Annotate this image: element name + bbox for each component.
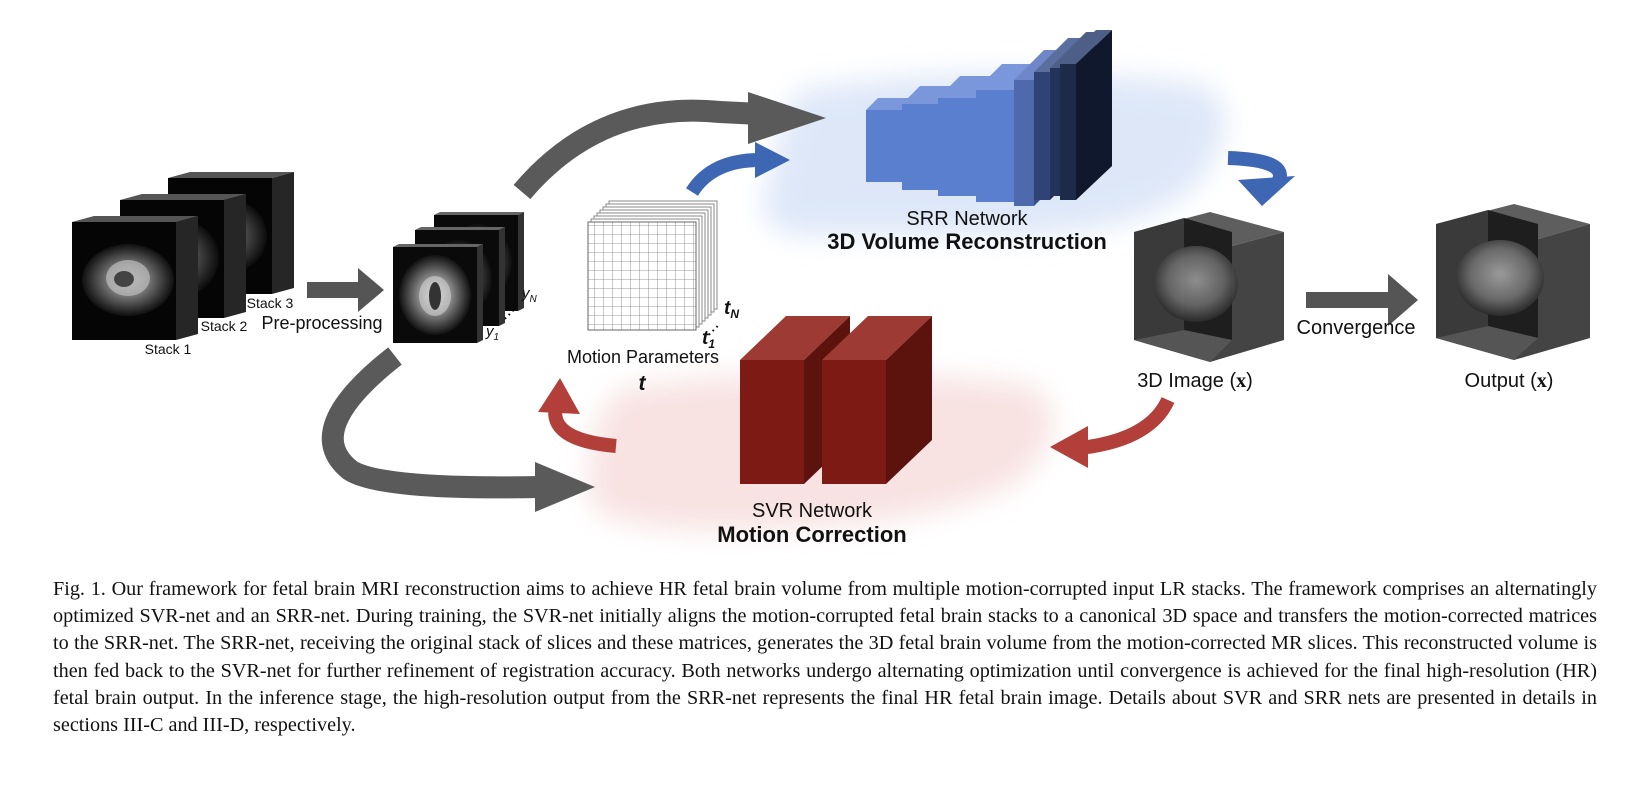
output-label: Output (x) [1465, 370, 1554, 392]
motion-parameters-symbol: t [639, 372, 647, 395]
preprocessing-label: Pre-processing [261, 313, 382, 333]
stack-2-label: Stack 2 [201, 318, 248, 334]
output-cube [1436, 204, 1590, 360]
figure-caption: Fig. 1. Our framework for fetal brain MR… [53, 578, 1597, 737]
slice-yn-label: yN [521, 285, 538, 305]
stack-1-image [72, 216, 198, 340]
convergence-label: Convergence [1297, 317, 1416, 339]
srr-network-task: 3D Volume Reconstruction [827, 229, 1107, 254]
svr-network-task: Motion Correction [717, 522, 906, 547]
image-to-svr-arrowhead [1050, 426, 1088, 468]
stack-3-label: Stack 3 [247, 295, 294, 311]
convergence-arrow [1306, 274, 1418, 326]
svr-to-params-arrowhead [538, 378, 580, 414]
t-1-label: t1 [702, 328, 715, 351]
image-to-svr-arrow [1079, 396, 1175, 455]
srr-to-image-arrowhead [1238, 176, 1295, 206]
stack-1-label: Stack 1 [145, 341, 192, 357]
slice-1-image [393, 244, 483, 343]
upper-gray-arrowhead [748, 92, 826, 144]
upper-gray-arrow [513, 99, 761, 200]
preprocessing-arrow [307, 268, 384, 312]
preprocessed-slices: y1 yN ⋯ [393, 212, 538, 343]
3d-image-cube [1134, 212, 1284, 362]
lower-gray-arrowhead [535, 462, 595, 512]
framework-diagram: Stack 3 Stack 2 Stack 1 Pre-processing y… [72, 30, 1590, 547]
motion-parameters-grid [587, 200, 718, 331]
lower-gray-arrow [321, 347, 541, 499]
motion-parameters-label: Motion Parameters [567, 347, 719, 367]
params-to-srr-arrow [686, 153, 761, 196]
params-to-srr-arrowhead [755, 142, 790, 178]
srr-network-blocks [866, 30, 1112, 206]
svr-block-2 [822, 316, 932, 484]
slice-y1-label: y1 [485, 323, 499, 343]
input-stacks: Stack 3 Stack 2 Stack 1 [72, 172, 294, 357]
svr-network-blocks [740, 316, 932, 484]
srr-block-8 [1060, 30, 1112, 200]
t-n-label: tN [724, 298, 739, 321]
srr-network-name: SRR Network [906, 208, 1028, 230]
svr-network-name: SVR Network [752, 500, 873, 522]
3d-image-label: 3D Image (x) [1137, 370, 1253, 392]
